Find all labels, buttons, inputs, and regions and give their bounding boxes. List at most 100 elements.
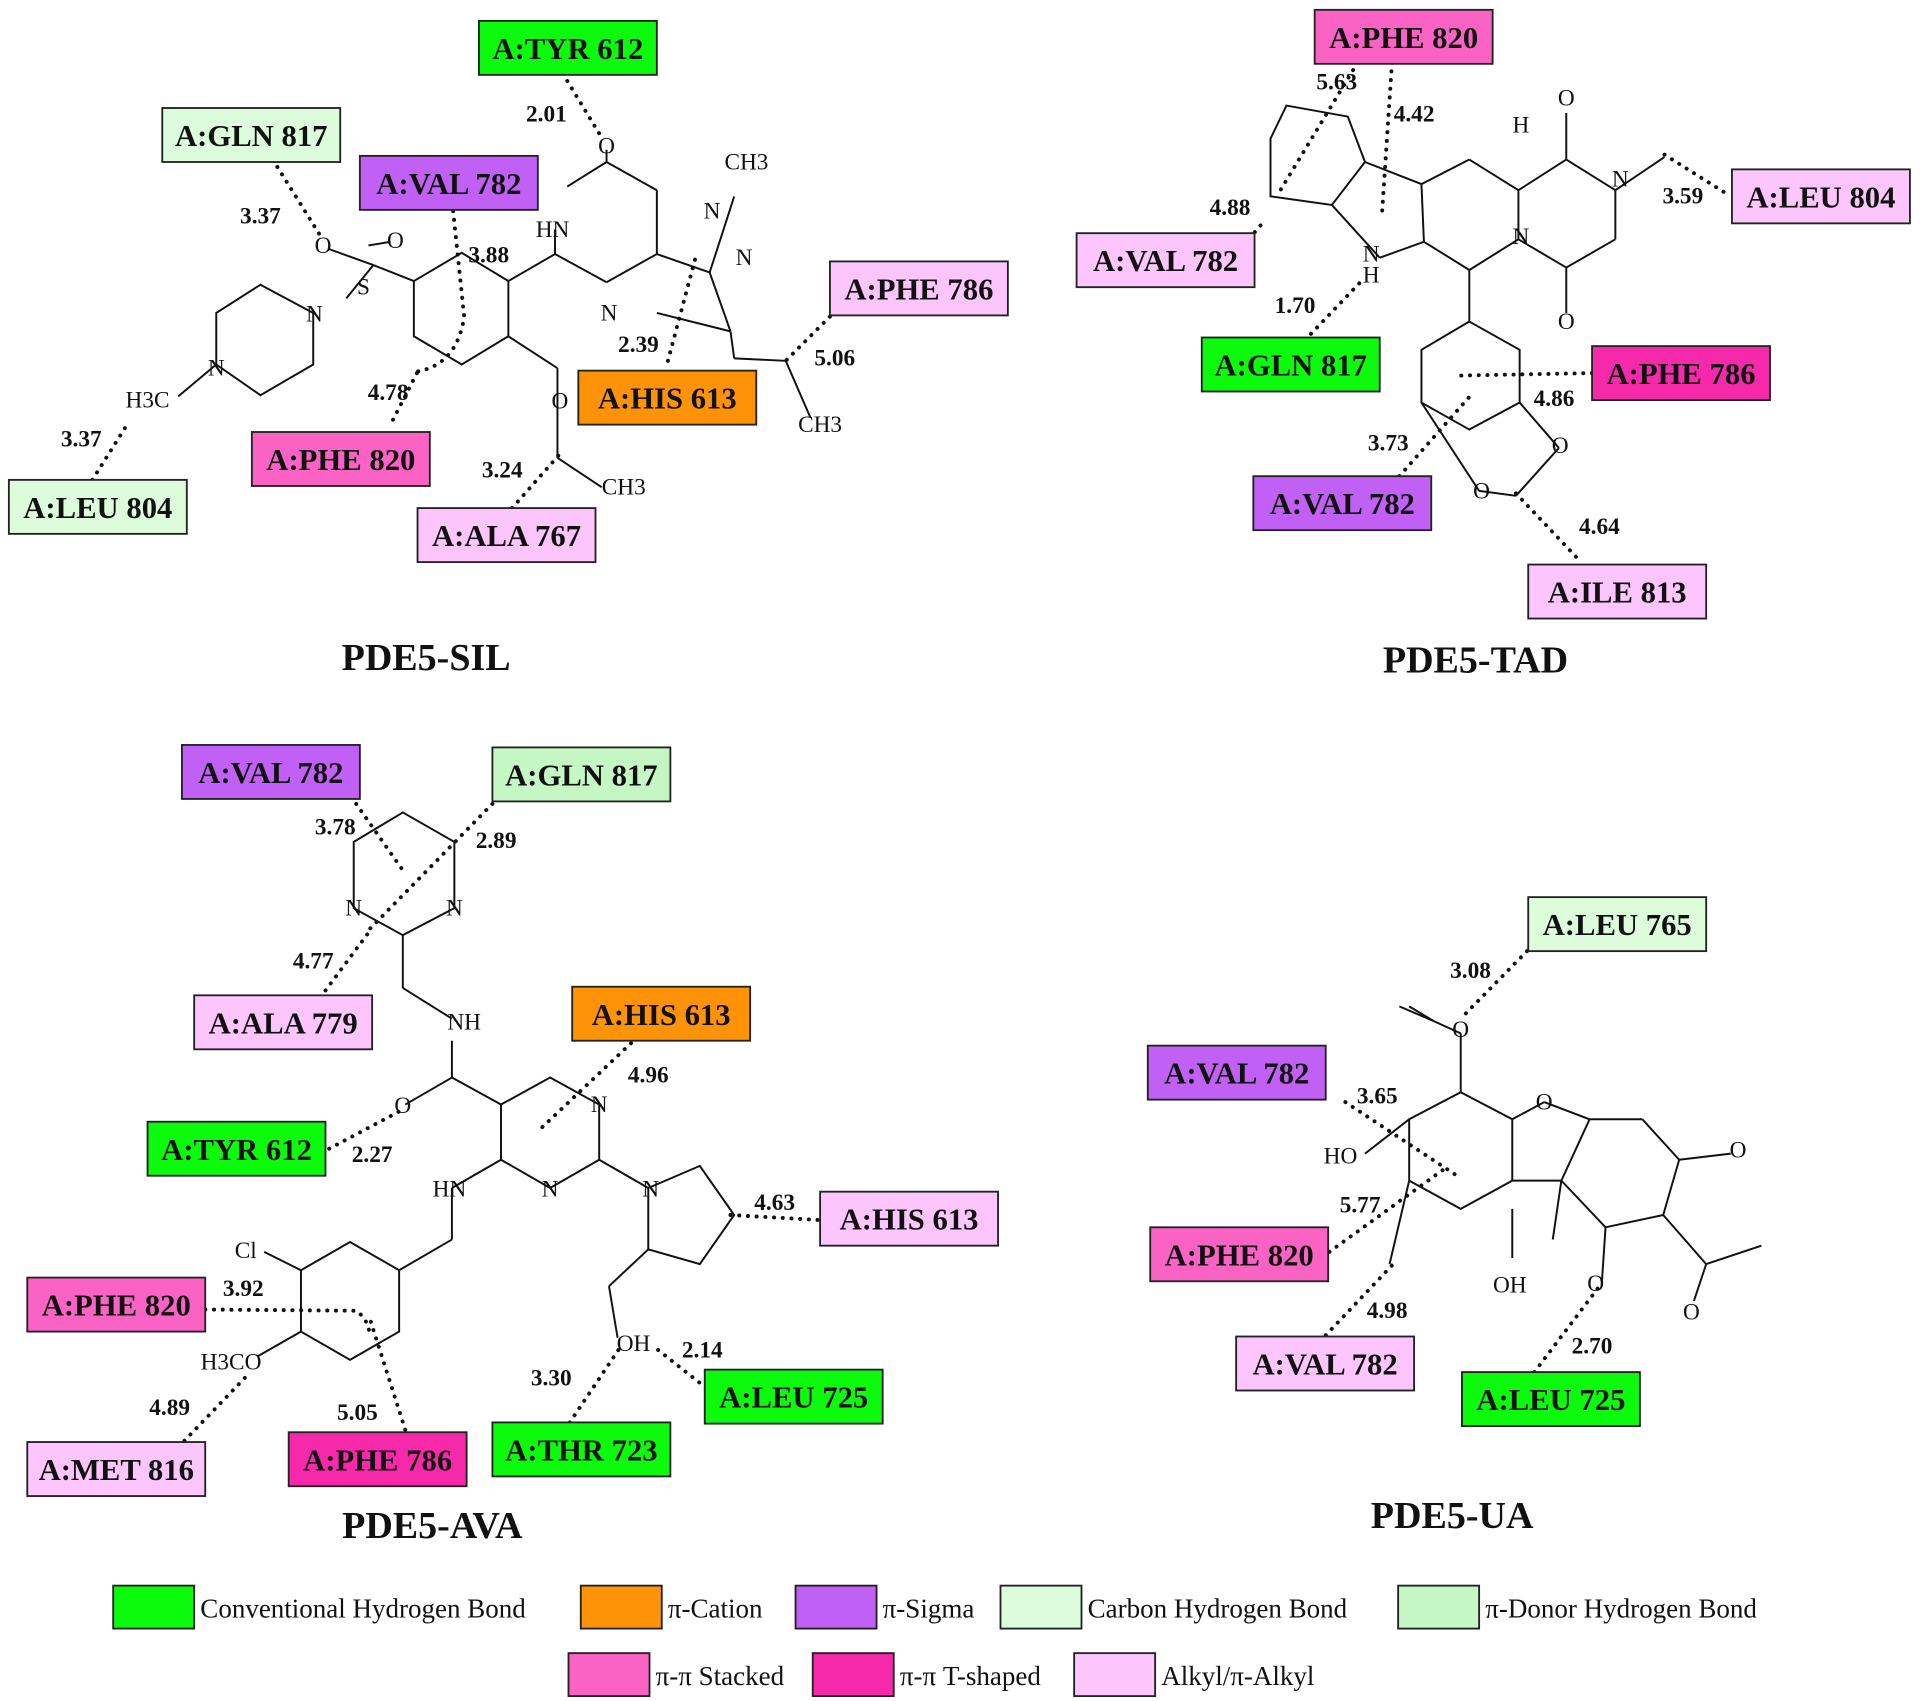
bond: [656, 312, 731, 333]
legend-swatch: [811, 1652, 895, 1698]
bond: [1605, 1214, 1664, 1229]
residue-label: A:PHE 786: [844, 272, 993, 306]
bond: [1565, 158, 1616, 192]
legend-label: Alkyl/π-Alkyl: [1161, 1661, 1314, 1691]
bond: [352, 811, 456, 937]
bond: [507, 253, 556, 282]
distance-label: 3.24: [482, 457, 523, 483]
residue-box-sil: [250, 431, 431, 487]
legend-label: Carbon Hydrogen Bond: [1088, 1594, 1348, 1624]
bond: [1543, 1101, 1590, 1121]
bond: [412, 251, 510, 366]
distance-label: 2.39: [618, 332, 659, 358]
residue-label: A:VAL 782: [1164, 1057, 1309, 1091]
atom-label: H: [1363, 262, 1380, 288]
residue-label: A:TYR 612: [161, 1133, 312, 1167]
legend-swatch: [1073, 1652, 1157, 1698]
bond: [1379, 240, 1425, 259]
bond: [784, 360, 812, 418]
atom-label: O: [1730, 1137, 1747, 1163]
bond: [1421, 158, 1470, 185]
bond: [373, 264, 415, 282]
bond: [1420, 184, 1425, 242]
residue-label: A:VAL 782: [376, 167, 521, 201]
distance-labels: 2.013.373.885.062.394.783.373.245.634.42…: [61, 70, 1703, 1426]
bond: [556, 456, 603, 489]
legend-label: π-π T-shaped: [900, 1661, 1041, 1691]
atom-label: O: [1558, 309, 1575, 335]
atom-label: H3C: [126, 387, 170, 413]
interaction-line: [270, 157, 324, 241]
bond: [1269, 104, 1367, 207]
distance-label: 3.73: [1368, 430, 1409, 456]
distance-label: 3.37: [240, 203, 281, 229]
residue-label: A:HIS 613: [592, 998, 731, 1032]
interaction-line: [1458, 371, 1595, 378]
residue-box-tad: [1313, 8, 1494, 65]
legend-swatch: [999, 1584, 1083, 1630]
residue-label: A:HIS 613: [598, 382, 737, 416]
interaction-line: [656, 1348, 707, 1389]
residue-box-ava: [571, 985, 752, 1042]
interaction-line: [1397, 390, 1475, 479]
bond: [1705, 1244, 1762, 1266]
distance-label: 4.89: [149, 1395, 190, 1421]
residue-label: A:VAL 782: [1253, 1348, 1398, 1382]
residue-box-tad: [1075, 232, 1256, 289]
bond: [402, 987, 453, 1020]
residue-box-tad: [1252, 475, 1433, 532]
atom-label: O: [1536, 1089, 1553, 1115]
atom-label: N: [208, 356, 225, 382]
bond: [177, 363, 217, 398]
distance-label: 2.01: [526, 102, 567, 128]
residue-label: A:THR 723: [505, 1433, 658, 1467]
residue-label: A:LEU 804: [1746, 180, 1895, 214]
bond: [328, 248, 374, 267]
residue-label: A:GLN 817: [505, 758, 658, 792]
atom-label: S: [357, 275, 370, 301]
interaction-line: [1323, 1262, 1396, 1338]
interaction-line: [562, 1345, 623, 1432]
distance-label: 3.78: [315, 815, 356, 841]
bond: [708, 226, 726, 273]
residue-label: A:LEU 725: [1476, 1383, 1625, 1417]
atom-label: OH: [617, 1331, 651, 1357]
residue-label: A:VAL 782: [198, 756, 343, 790]
residue-box-ava: [491, 746, 672, 803]
legend-item-alkyl-pi-alkyl: Alkyl/π-Alkyl: [1073, 1652, 1314, 1698]
residue-box-sil: [477, 19, 658, 76]
panel-title: PDE5-SIL: [342, 637, 511, 679]
legend-item-carbon-h-bond: Carbon Hydrogen Bond: [999, 1584, 1348, 1630]
atom-label: N: [736, 245, 753, 271]
legend-label: π-Donor Hydrogen Bond: [1485, 1594, 1757, 1624]
bond: [1517, 158, 1567, 192]
interaction-line: [323, 930, 371, 993]
bond: [1398, 1005, 1435, 1022]
residue-label: A:TYR 612: [492, 32, 643, 66]
bond: [1364, 1118, 1410, 1155]
atom-label: O: [1552, 433, 1569, 459]
residue-label: A:PHE 786: [1606, 357, 1755, 391]
interaction-line: [90, 421, 130, 482]
distance-label: 2.89: [476, 828, 517, 854]
bond: [1479, 489, 1517, 497]
residue-box-ava: [491, 1421, 672, 1478]
residue-label: A:LEU 804: [23, 491, 172, 525]
residue-box-sil: [7, 478, 188, 535]
bond: [1420, 402, 1480, 492]
distance-label: 3.88: [468, 243, 509, 269]
atom-label: HO: [1324, 1143, 1358, 1169]
bond: [451, 1076, 502, 1106]
atom-label: CH3: [798, 412, 842, 438]
residue-box-ava: [26, 1441, 207, 1497]
bond: [606, 253, 658, 284]
residue-label: A:GLN 817: [1214, 349, 1367, 383]
residue-box-ua: [1461, 1371, 1641, 1428]
interaction-line: [1343, 1100, 1463, 1181]
residue-box-tad: [1731, 168, 1911, 225]
bond: [1679, 1152, 1731, 1161]
legend-label: π-π Stacked: [656, 1661, 785, 1691]
atom-label: H: [1512, 113, 1529, 139]
